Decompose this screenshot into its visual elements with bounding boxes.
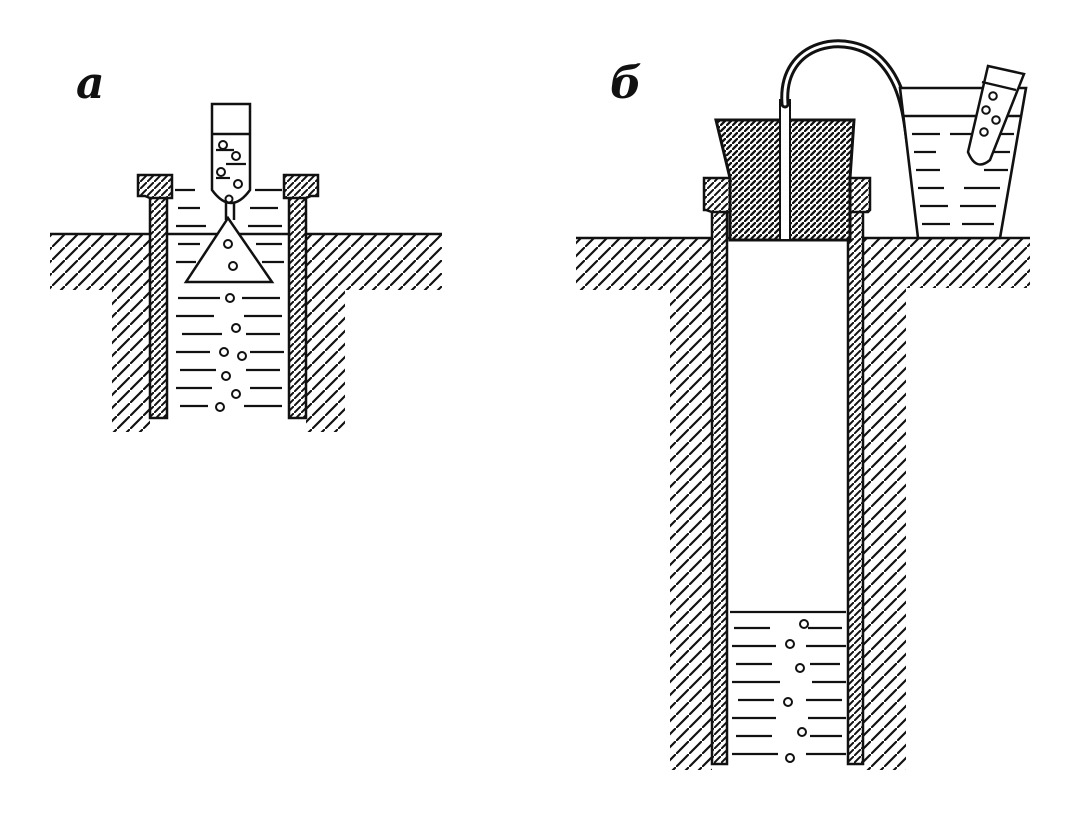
test-tube-a [210,102,252,205]
panel-a: а [50,58,442,432]
panel-b: б [576,39,1030,770]
water-in-well-b [730,610,846,756]
water-in-well-a [175,188,284,408]
bubbles-b [783,619,809,763]
panel-label-a: а [76,58,105,109]
test-tube-b [966,64,1026,166]
well-plug-b [714,99,856,242]
well-casing-b [702,176,872,766]
funnel-a [183,190,275,284]
bubbles-a [215,140,247,412]
ground-surface-b [576,236,1030,770]
ground-surface-a [50,232,442,432]
well-casing-a [136,173,320,420]
panel-label-b: б [610,58,642,109]
